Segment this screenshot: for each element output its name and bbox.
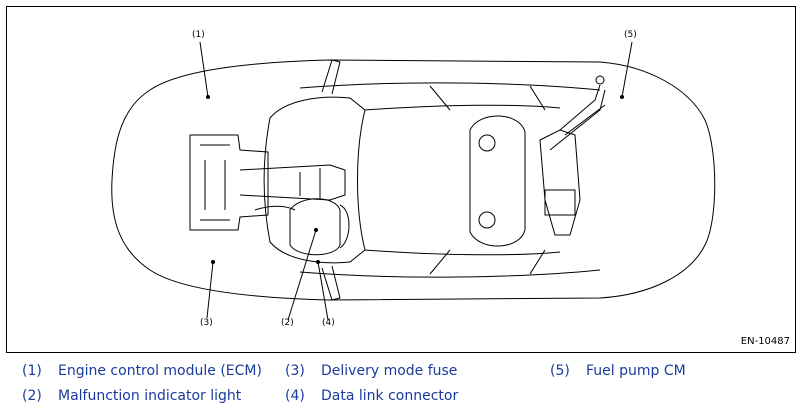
car-body-outline bbox=[111, 59, 716, 301]
leader-1 bbox=[199, 41, 209, 98]
callout-3: (3) bbox=[200, 318, 213, 328]
figure-id: EN-10487 bbox=[740, 336, 790, 347]
vehicle-top-view-diagram bbox=[111, 41, 716, 321]
legend: (1) Engine control module (ECM) (2) Malfun… bbox=[0, 360, 804, 414]
left-mirror bbox=[321, 59, 341, 95]
legend-number: (4) bbox=[285, 388, 305, 404]
right-mirror bbox=[321, 265, 341, 301]
legend-item-ecm: (1) Engine control module (ECM) bbox=[22, 363, 262, 379]
legend-number: (5) bbox=[550, 363, 570, 379]
legend-label: Delivery mode fuse bbox=[321, 363, 458, 379]
figure-frame bbox=[6, 6, 796, 353]
callout-4: (4) bbox=[322, 318, 335, 328]
callout-2: (2) bbox=[281, 318, 294, 328]
legend-number: (3) bbox=[285, 363, 305, 379]
engine-block bbox=[189, 134, 269, 231]
leader-4 bbox=[317, 261, 329, 321]
legend-number: (1) bbox=[22, 363, 42, 379]
legend-number: (2) bbox=[22, 388, 42, 404]
legend-label: Engine control module (ECM) bbox=[58, 363, 262, 379]
leader-3 bbox=[206, 261, 214, 319]
leader-2 bbox=[287, 229, 317, 321]
legend-item-delivery-fuse: (3) Delivery mode fuse bbox=[285, 363, 457, 379]
leader-5 bbox=[621, 41, 633, 98]
fuel-tank bbox=[469, 115, 526, 247]
windshield bbox=[263, 96, 366, 264]
legend-label: Data link connector bbox=[321, 388, 459, 404]
legend-item-fuel-pump-cm: (5) Fuel pump CM bbox=[550, 363, 686, 379]
legend-label: Fuel pump CM bbox=[586, 363, 686, 379]
callout-1: (1) bbox=[192, 30, 205, 40]
legend-label: Malfunction indicator light bbox=[58, 388, 242, 404]
legend-item-dlc: (4) Data link connector bbox=[285, 388, 458, 404]
legend-item-mil: (2) Malfunction indicator light bbox=[22, 388, 241, 404]
callout-5: (5) bbox=[624, 30, 637, 40]
driver-seat bbox=[289, 198, 341, 256]
